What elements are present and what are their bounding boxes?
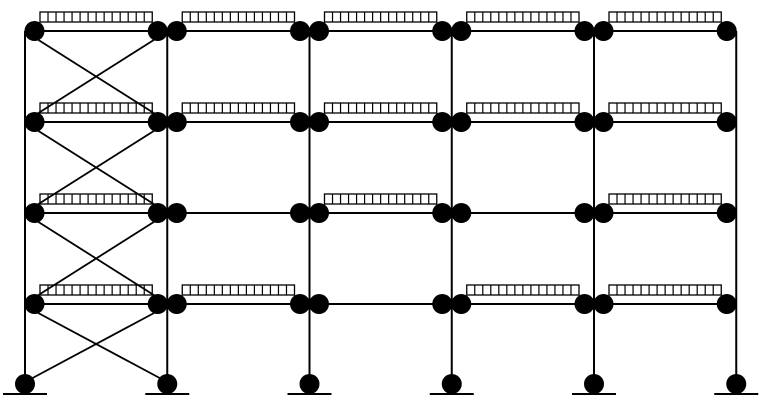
hinge-node <box>290 203 310 223</box>
support-pin <box>441 374 462 394</box>
hinge-node <box>451 294 472 314</box>
hinge-node <box>24 21 45 41</box>
distributed-load <box>466 11 580 23</box>
hinge-node <box>574 21 595 41</box>
hinge-node <box>451 203 472 223</box>
beam-group <box>34 30 727 305</box>
distributed-load <box>323 102 438 114</box>
hinge-node <box>147 294 168 314</box>
distributed-load <box>323 193 438 205</box>
hinge-node <box>24 112 45 132</box>
hinge-node <box>593 294 614 314</box>
hinge-node <box>290 294 310 314</box>
hinge-node <box>147 21 168 41</box>
distributed-load <box>39 284 153 296</box>
brace-diagonal <box>28 33 164 120</box>
brace-diagonal <box>26 306 166 382</box>
hinge-node <box>716 203 737 223</box>
distributed-load <box>181 102 296 114</box>
hinge-node <box>147 203 168 223</box>
hinge-node <box>432 21 453 41</box>
hinge-node <box>432 112 453 132</box>
distributed-load <box>608 284 722 296</box>
distributed-load <box>323 11 438 23</box>
distributed-load <box>181 284 296 296</box>
support-group <box>3 374 759 395</box>
hinge-node <box>147 112 168 132</box>
hinge-node <box>574 203 595 223</box>
hinge-node <box>432 294 453 314</box>
support-pin <box>15 374 35 394</box>
distributed-load <box>39 11 153 23</box>
column-group <box>24 31 738 384</box>
distributed-load <box>181 11 296 23</box>
brace-diagonal <box>28 124 164 211</box>
hinge-node <box>432 203 453 223</box>
distributed-load <box>608 11 722 23</box>
hinge-node-group <box>24 21 737 314</box>
distributed-load <box>608 193 722 205</box>
hinge-node <box>574 294 595 314</box>
support-pin <box>584 374 604 394</box>
hinge-node <box>24 203 45 223</box>
hinge-node <box>166 294 187 314</box>
hinge-node <box>574 112 595 132</box>
distributed-load <box>466 102 580 114</box>
hinge-node <box>716 21 737 41</box>
distributed-load <box>39 193 153 205</box>
hinge-node <box>309 21 329 41</box>
hinge-node <box>309 112 329 132</box>
brace-diagonal <box>28 215 164 302</box>
hinge-node <box>593 203 614 223</box>
hinge-node <box>309 203 329 223</box>
distributed-load-group <box>39 11 722 296</box>
distributed-load <box>466 284 580 296</box>
hinge-node <box>290 112 310 132</box>
hinge-node <box>166 21 187 41</box>
hinge-node <box>24 294 45 314</box>
support-pin <box>726 374 747 394</box>
hinge-node <box>309 294 329 314</box>
hinge-node <box>593 112 614 132</box>
support-pin <box>157 374 178 394</box>
hinge-node <box>166 112 187 132</box>
hinge-node <box>716 112 737 132</box>
distributed-load <box>39 102 153 114</box>
bracing-group <box>26 33 166 382</box>
hinge-node <box>166 203 187 223</box>
distributed-load <box>608 102 722 114</box>
hinge-node <box>593 21 614 41</box>
hinge-node <box>451 21 472 41</box>
hinge-node <box>451 112 472 132</box>
support-pin <box>299 374 320 394</box>
hinge-node <box>290 21 310 41</box>
hinge-node <box>716 294 737 314</box>
